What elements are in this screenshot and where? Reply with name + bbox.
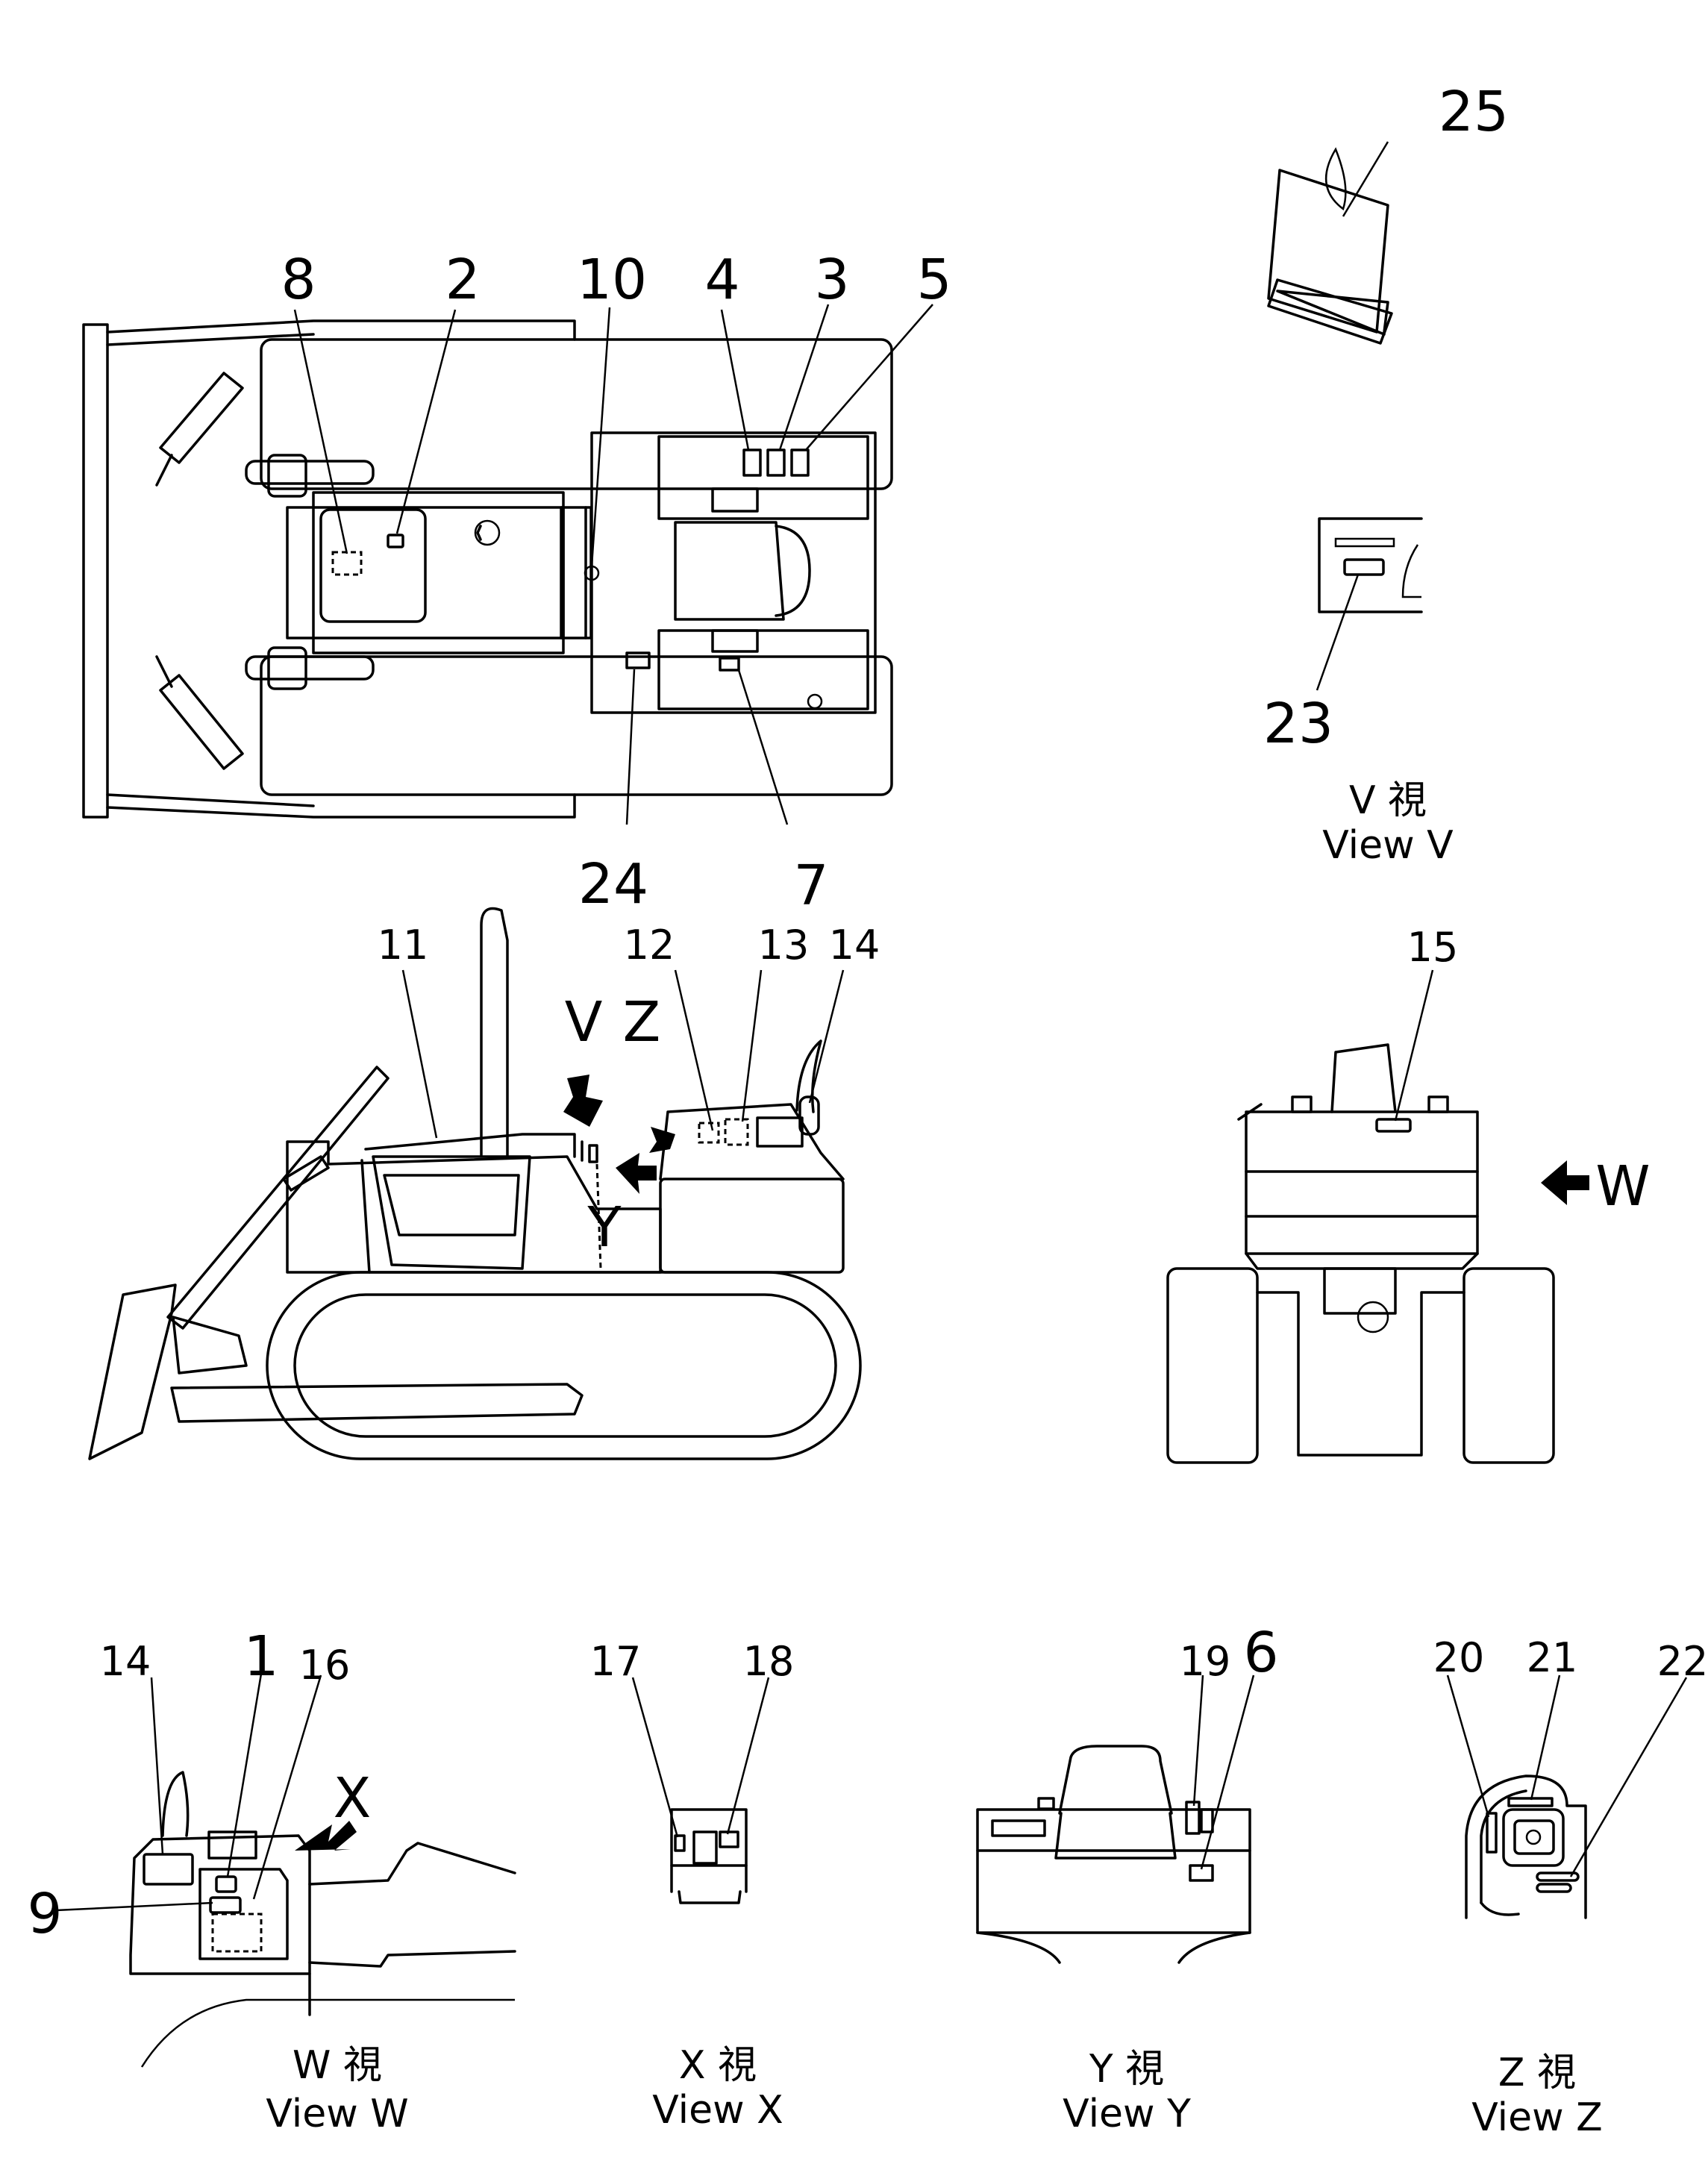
callout-7: 7 <box>793 854 828 918</box>
callout-22: 22 <box>1657 1638 1708 1685</box>
callout-23: 23 <box>1263 692 1333 756</box>
callout-25: 25 <box>1439 80 1509 144</box>
view-w-drawing <box>55 1673 516 2068</box>
view-letter-v: V <box>565 990 603 1054</box>
view-captions: V 視 View V W 視 View W X 視 View X Y 視 Vie… <box>266 778 1602 2140</box>
view-x-drawing <box>631 1677 770 1904</box>
callout-6: 6 <box>1243 1621 1278 1685</box>
top-view-drawing <box>82 304 933 825</box>
callout-11: 11 <box>378 922 429 969</box>
callout-1: 1 <box>243 1624 278 1689</box>
callout-20: 20 <box>1433 1634 1485 1681</box>
callout-8: 8 <box>281 248 316 312</box>
callout-10: 10 <box>577 248 647 312</box>
view-letter-y: Y <box>586 1195 622 1260</box>
view-v-caption-jp: V 視 <box>1349 778 1427 823</box>
view-letter-w: W <box>1595 1154 1650 1219</box>
view-letter-x: X <box>334 1766 372 1830</box>
callout-16: 16 <box>299 1642 351 1689</box>
callout-18: 18 <box>743 1638 795 1685</box>
callout-14-side: 14 <box>829 922 880 969</box>
rear-view-drawing <box>1166 969 1589 1464</box>
view-letters: V Z Y W X <box>334 990 1651 1830</box>
callout-4: 4 <box>704 248 739 312</box>
view-x-caption-jp: X 視 <box>679 2043 757 2088</box>
callout-5: 5 <box>916 248 951 312</box>
view-z-drawing <box>1446 1674 1688 1919</box>
callout-12: 12 <box>624 922 675 969</box>
view-letter-z: Z <box>623 990 661 1054</box>
callout-3: 3 <box>814 248 849 312</box>
callout-15: 15 <box>1407 924 1459 971</box>
view-x-caption-en: View X <box>652 2088 783 2133</box>
callout-13: 13 <box>758 922 810 969</box>
view-w-caption-jp: W 視 <box>293 2043 382 2088</box>
callout-14-view-w: 14 <box>100 1638 151 1685</box>
view-v-caption-en: View V <box>1322 823 1454 868</box>
view-v-drawing <box>1316 517 1423 691</box>
view-w-caption-en: View W <box>266 2092 408 2136</box>
view-z-caption-en: View Z <box>1471 2095 1603 2140</box>
callout-2: 2 <box>445 248 480 312</box>
callout-labels: 8 2 10 4 3 5 25 24 7 23 11 12 13 14 15 1… <box>27 80 1708 1946</box>
callout-9: 9 <box>27 1882 62 1946</box>
callout-24: 24 <box>578 852 648 916</box>
tag-drawing <box>1267 141 1393 345</box>
callout-19: 19 <box>1180 1638 1231 1685</box>
view-z-caption-jp: Z 視 <box>1498 2051 1576 2095</box>
view-y-caption-en: View Y <box>1063 2092 1191 2136</box>
side-view-drawing <box>88 907 862 1460</box>
view-y-caption-jp: Y 視 <box>1089 2047 1164 2092</box>
callout-17: 17 <box>590 1638 642 1685</box>
view-y-drawing <box>976 1674 1255 1964</box>
callout-21: 21 <box>1527 1634 1578 1681</box>
